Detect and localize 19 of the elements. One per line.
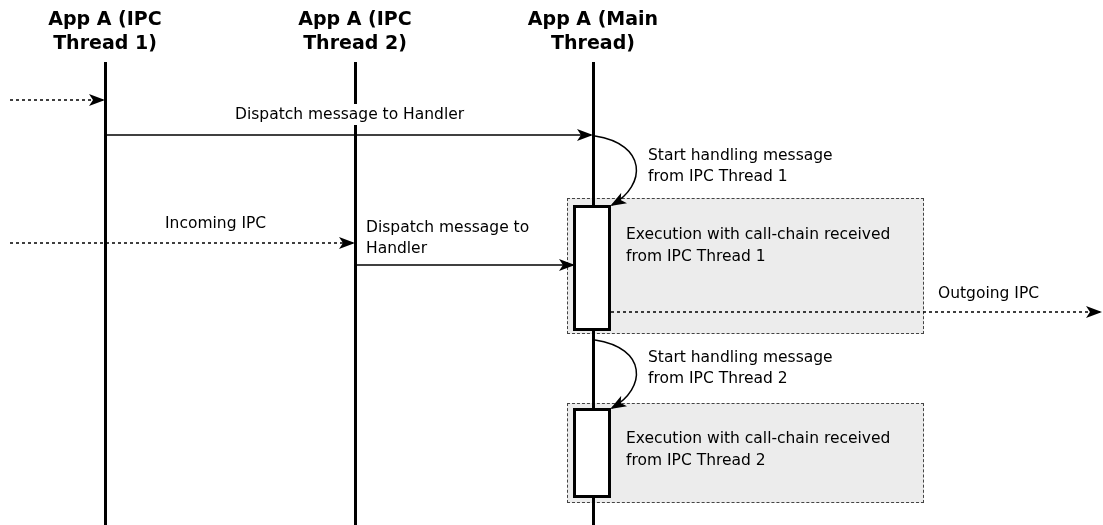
edge-label: Incoming IPC (165, 213, 267, 234)
activation-bar (573, 408, 611, 498)
curved-arrow (594, 339, 638, 410)
activation-bar (573, 205, 611, 331)
dotted-arrow (9, 237, 355, 249)
dotted-arrow (610, 306, 1102, 318)
arrow (106, 129, 593, 141)
curved-arrow (594, 135, 638, 207)
arrow (356, 259, 575, 271)
lifeline-header: App A (IPC Thread 1) (47, 6, 163, 54)
lifeline-header: App A (Main Thread) (526, 6, 660, 54)
execution-region (567, 403, 924, 503)
lifeline-header: App A (IPC Thread 2) (297, 6, 413, 54)
dotted-arrow (9, 94, 105, 106)
edge-label: Dispatch message to Handler (235, 104, 465, 125)
execution-text: Execution with call-chain received from IPC Thread 2 (626, 428, 892, 471)
execution-text: Execution with call-chain received from IPC Thread 1 (626, 224, 892, 267)
execution-region (567, 198, 924, 334)
edge-label: Outgoing IPC (938, 283, 1040, 304)
